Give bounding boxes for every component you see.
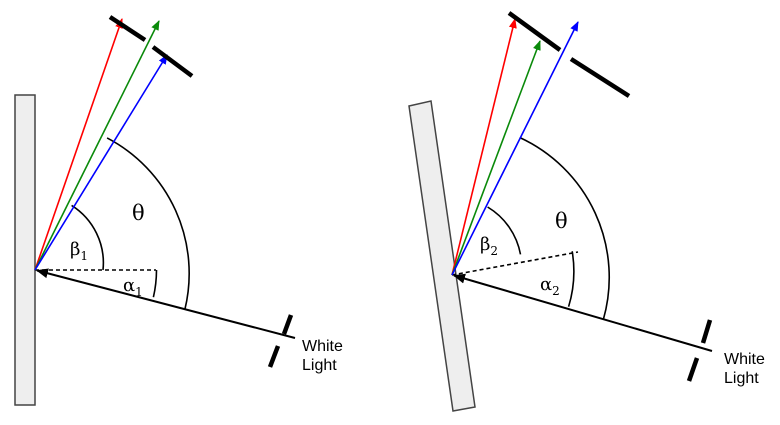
left-red-ray: [34, 18, 123, 271]
right-incident-ray: [453, 273, 713, 352]
right-red-ray: [451, 18, 517, 276]
left-green-ray: [34, 20, 160, 271]
right-beta-arc: [487, 206, 522, 255]
right-panel: θ β2 α2 White Light: [408, 11, 765, 412]
right-entrance-slit-lower: [686, 357, 700, 382]
right-blue-ray: [451, 21, 579, 276]
left-beta-arc: [71, 204, 105, 271]
left-grating: [14, 94, 36, 406]
left-alpha-arc: [152, 269, 158, 298]
right-alpha-arc: [567, 251, 575, 307]
right-source-label-line1: White: [724, 351, 765, 368]
left-panel: θ β1 α1 White Light: [14, 15, 343, 406]
left-source-label-line2: Light: [302, 357, 337, 374]
left-blue-ray: [34, 54, 168, 271]
right-beta-label: β2: [480, 234, 498, 258]
left-entrance-slit-upper: [281, 314, 294, 335]
right-entrance-slit-upper: [700, 319, 713, 344]
right-green-ray: [451, 40, 541, 276]
right-alpha-label: α2: [540, 274, 560, 298]
left-entrance-slit-lower: [267, 345, 281, 368]
left-theta-arc: [106, 137, 190, 310]
right-source-label-line2: Light: [724, 370, 759, 387]
right-detector-slit-lower: [569, 57, 631, 98]
right-theta-label: θ: [555, 209, 568, 233]
left-incident-ray: [36, 268, 296, 339]
right-theta-arc: [519, 136, 611, 320]
left-detector-slit-lower: [151, 45, 194, 78]
left-source-label-line1: White: [302, 338, 343, 355]
right-detector-slit-upper: [507, 11, 562, 52]
left-alpha-label: α1: [123, 275, 143, 299]
left-detector-slit-upper: [108, 15, 147, 42]
left-theta-label: θ: [132, 201, 145, 225]
right-grating-normal: [451, 251, 579, 276]
left-beta-label: β1: [70, 239, 88, 263]
right-grating: [408, 100, 476, 412]
